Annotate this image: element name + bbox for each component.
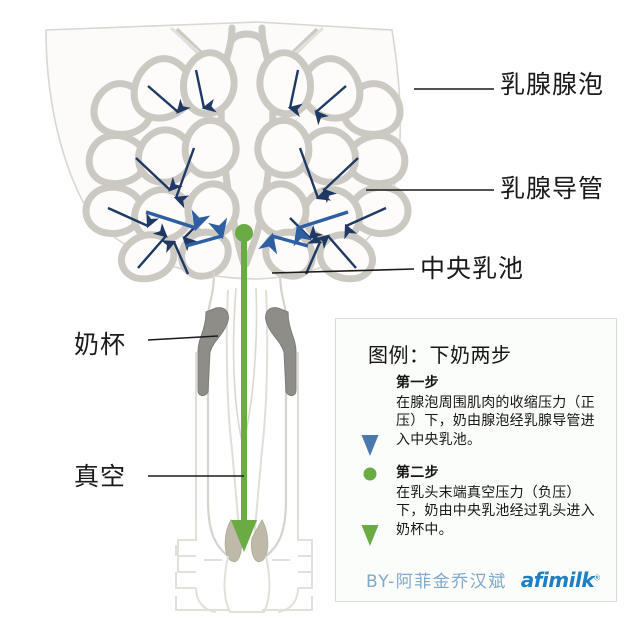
green-down-arrow-icon: [361, 467, 379, 546]
teat-cup-liner-left: [197, 307, 229, 397]
blue-flow-arrows-left-major: [145, 209, 228, 248]
callout-label-vacuum: 真空: [74, 462, 127, 491]
blue-flow-arrows-right: [287, 69, 387, 275]
leader-cistern: [271, 268, 415, 274]
blue-flow-arrows-right-major: [258, 210, 349, 255]
teat-cup-liner-right: [265, 307, 297, 397]
callout-label-teat-cup: 奶杯: [74, 330, 127, 359]
sphincter-right: [251, 518, 269, 562]
legend-step-2-body: 在乳头末端真空压力（负压）下，奶由中央乳池经过乳头进入奶杯中。: [396, 484, 595, 539]
teat-canal-left: [225, 289, 241, 541]
blue-down-arrow-icon: [361, 379, 379, 456]
teat-wall-left: [206, 271, 229, 557]
teat-wall-right: [265, 271, 288, 557]
alveoli-cluster-left: [82, 49, 240, 283]
afimilk-logo: afimilk®: [521, 568, 600, 592]
legend-step-1-heading: 第一步: [396, 375, 439, 391]
sphincter-left: [224, 518, 242, 562]
legend-step-2-heading: 第二步: [396, 465, 439, 481]
claw-assembly: [175, 520, 313, 613]
legend-credit-row: BY-阿菲金乔汉斌 afimilk®: [366, 567, 600, 592]
leader-teatcup: [147, 335, 219, 341]
credit-text: BY-阿菲金乔汉斌: [366, 572, 507, 592]
legend-title: 图例：下奶两步: [368, 343, 512, 367]
legend-step-1-body: 在腺泡周围肌肉的收缩压力（正压）下，奶由腺泡经乳腺导管进入中央乳池。: [396, 394, 595, 449]
legend-step-2-text: 第二步 在乳头末端真空压力（负压）下，奶由中央乳池经过乳头进入奶杯中。: [396, 465, 608, 540]
teat-canal-right: [253, 289, 269, 541]
legend-panel: 图例：下奶两步 第一步 在腺泡周围肌肉的收缩压力（正压）下，奶由腺泡经乳腺导管进…: [335, 318, 617, 602]
callout-label-alveoli: 乳腺腺泡: [500, 70, 605, 99]
afimilk-wordmark: afimilk: [520, 568, 595, 592]
leader-lines: [147, 88, 494, 477]
callout-label-central-cistern: 中央乳池: [420, 254, 525, 283]
green-milk-flow-arrow: [231, 224, 257, 552]
alveoli-cluster-right: [254, 49, 412, 283]
legend-step-1-text: 第一步 在腺泡周围肌肉的收缩压力（正压）下，奶由腺泡经乳腺导管进入中央乳池。: [396, 375, 608, 450]
septum-dome: [228, 30, 266, 44]
registered-trademark-icon: ®: [594, 573, 601, 583]
callout-label-mammary-duct: 乳腺导管: [500, 174, 605, 203]
